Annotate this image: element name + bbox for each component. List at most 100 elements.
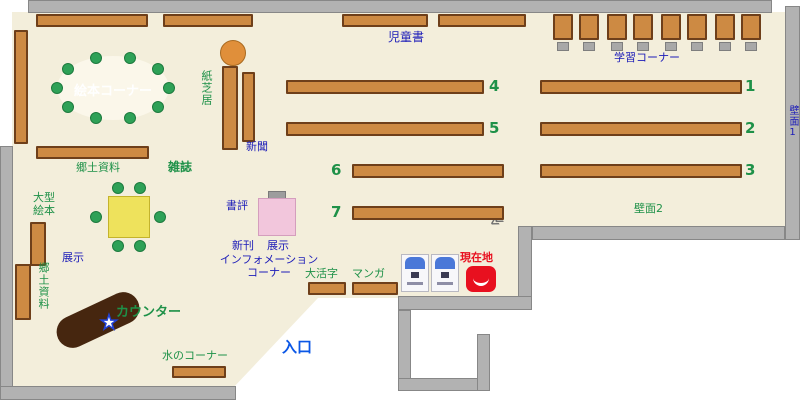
- chair-icon: [90, 52, 102, 64]
- label-study-corner: 学習コーナー: [614, 51, 680, 64]
- wall-left: [0, 146, 13, 388]
- bookshelf-6: [352, 164, 504, 178]
- shelf-number-1: 1: [745, 77, 756, 95]
- study-chair-icon: [637, 42, 649, 51]
- marker-arc-icon: [473, 274, 489, 286]
- shelf-number-4: 4: [489, 77, 500, 95]
- chair-icon: [124, 112, 136, 124]
- label-large-picture-books: 大型絵本: [33, 191, 55, 217]
- label-wall-2: 壁面2: [634, 202, 663, 215]
- label-you-are-here: 現在地: [460, 251, 493, 264]
- wall-top: [28, 0, 772, 13]
- label-counter: カウンター: [116, 305, 182, 320]
- label-magazines: 雑誌: [168, 160, 193, 174]
- label-new-books: 新刊: [232, 239, 254, 252]
- new-books-display-stand: [258, 198, 296, 236]
- terminal-screen-icon: [441, 272, 449, 278]
- label-entrance: 入口: [282, 338, 313, 356]
- label-book-review: 書評: [226, 199, 248, 212]
- search-terminal: [401, 254, 429, 292]
- terminal-hood-icon: [435, 257, 455, 269]
- you-are-here-marker: [466, 266, 496, 292]
- bookshelf-large-print: [308, 282, 346, 295]
- chair-icon: [112, 182, 124, 194]
- study-chair-icon: [665, 42, 677, 51]
- terminal-slot-icon: [437, 282, 453, 285]
- vestibule-wall-right: [477, 334, 490, 391]
- label-water-corner: 水のコーナー: [162, 349, 228, 362]
- bookshelf-3: [540, 164, 742, 178]
- study-chair-icon: [719, 42, 731, 51]
- label-display-left: 展示: [62, 251, 84, 264]
- study-desk: [687, 14, 707, 40]
- bookshelf-5: [286, 122, 484, 136]
- study-chair-icon: [611, 42, 623, 51]
- label-childrens-books: 児童書: [388, 30, 425, 44]
- terminal-screen-icon: [411, 272, 419, 278]
- label-large-print: 大活字: [305, 267, 338, 280]
- bookshelf-kamishibai: [222, 66, 238, 150]
- bookshelf-newspaper: [242, 72, 255, 142]
- terminal-hood-icon: [405, 257, 425, 269]
- wall-2: [532, 226, 785, 240]
- terminal-slot-icon: [407, 282, 423, 285]
- bookshelf-top-3: [342, 14, 428, 27]
- study-desk: [553, 14, 573, 40]
- bookshelf-4: [286, 80, 484, 94]
- study-chair-icon: [557, 42, 569, 51]
- chair-icon: [90, 112, 102, 124]
- bookshelf-manga: [352, 282, 398, 295]
- bookshelf-1: [540, 80, 742, 94]
- label-local-materials-top: 郷土資料: [76, 161, 120, 174]
- shelf-number-5: 5: [489, 119, 500, 137]
- study-chair-icon: [691, 42, 703, 51]
- shelf-number-2: 2: [745, 119, 756, 137]
- bookshelf-7: [352, 206, 504, 220]
- bookshelf-top-1: [36, 14, 148, 27]
- study-chair-icon: [745, 42, 757, 51]
- study-desk: [579, 14, 599, 40]
- shelf-number-3: 3: [745, 161, 756, 179]
- star-icon: ★: [99, 310, 118, 334]
- chair-icon: [112, 240, 124, 252]
- chair-icon: [134, 240, 146, 252]
- chair-icon: [154, 211, 166, 223]
- bookshelf-local-materials-left: [15, 264, 31, 320]
- chair-icon: [90, 211, 102, 223]
- bookshelf-2: [540, 122, 742, 136]
- picture-book-table: [57, 56, 169, 120]
- study-chair-icon: [583, 42, 595, 51]
- study-desk: [715, 14, 735, 40]
- label-picture-book-corner: 絵本コーナー: [74, 84, 153, 99]
- bookshelf-display-left: [30, 222, 46, 266]
- chair-icon: [152, 63, 164, 75]
- label-local-materials-left: 郷土資料: [36, 262, 50, 310]
- chair-icon: [62, 101, 74, 113]
- study-desk: [607, 14, 627, 40]
- chair-icon: [163, 82, 175, 94]
- chair-icon: [124, 52, 136, 64]
- wall-bottom-left: [0, 386, 236, 400]
- shelf-number-6: 6: [331, 161, 342, 179]
- label-manga: マンガ: [352, 267, 385, 280]
- study-desk: [661, 14, 681, 40]
- bookshelf-left-vertical: [14, 30, 28, 144]
- bookshelf-water-corner: [172, 366, 226, 378]
- reading-table: [108, 196, 150, 238]
- chair-icon: [134, 182, 146, 194]
- label-information-corner: インフォメーションコーナー: [219, 253, 319, 279]
- chair-icon: [152, 101, 164, 113]
- label-wall-1: 壁面1: [787, 105, 798, 139]
- bookshelf-picture-book-bottom: [36, 146, 149, 159]
- search-terminal: [431, 254, 459, 292]
- study-desk: [741, 14, 761, 40]
- wall-bottom-middle: [398, 296, 532, 310]
- chair-icon: [62, 63, 74, 75]
- shelf-number-7: 7: [331, 203, 342, 221]
- bookshelf-top-4: [438, 14, 526, 27]
- bookshelf-top-2: [163, 14, 253, 27]
- label-newspaper: 新聞: [246, 140, 268, 153]
- chair-icon: [51, 82, 63, 94]
- label-kamishibai: 紙芝居: [199, 70, 213, 106]
